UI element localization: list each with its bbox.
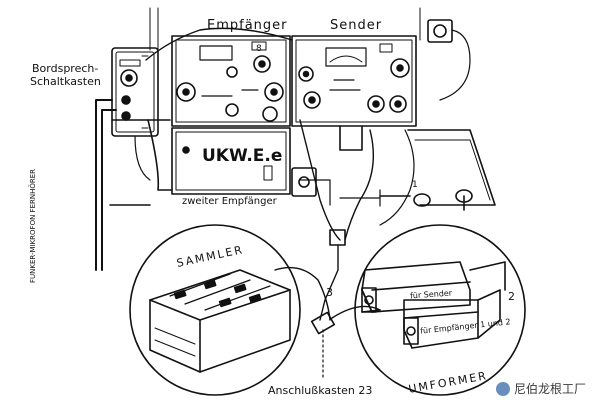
callout-1: 1 xyxy=(412,180,418,190)
callout-2: 2 xyxy=(508,290,515,303)
sender-unit xyxy=(291,35,417,151)
sender-label: Sender xyxy=(330,18,383,33)
funker-label: FUNKER-MIKROFON FERNHÖRER xyxy=(29,168,38,284)
watermark: 尼伯龙根工厂 xyxy=(495,380,586,397)
empfaenger-unit xyxy=(171,35,291,127)
ukwe-label: UKW.E.e xyxy=(202,146,283,166)
ukwe-unit xyxy=(171,127,291,195)
bordsprech-label-line1: Bordsprech- xyxy=(32,62,99,75)
umformer-circle xyxy=(354,224,526,396)
anschluss-box xyxy=(310,305,381,381)
wechat-icon xyxy=(495,381,510,396)
shelf xyxy=(109,119,496,206)
bordsprech-box xyxy=(111,47,159,137)
sammler-circle xyxy=(129,224,331,396)
callout-3: 3 xyxy=(326,286,333,299)
bordsprech-label-line2: Schaltkasten xyxy=(30,75,101,88)
zweiter-empfaenger-label: zweiter Empfänger xyxy=(182,196,277,207)
anschlusskasten-label: Anschlußkasten 23 xyxy=(268,384,373,397)
empfaenger-label: Empfänger xyxy=(207,18,288,33)
wall-socket xyxy=(427,19,471,101)
callout-8: 8 xyxy=(256,44,262,54)
watermark-text: 尼伯龙根工厂 xyxy=(513,382,586,396)
